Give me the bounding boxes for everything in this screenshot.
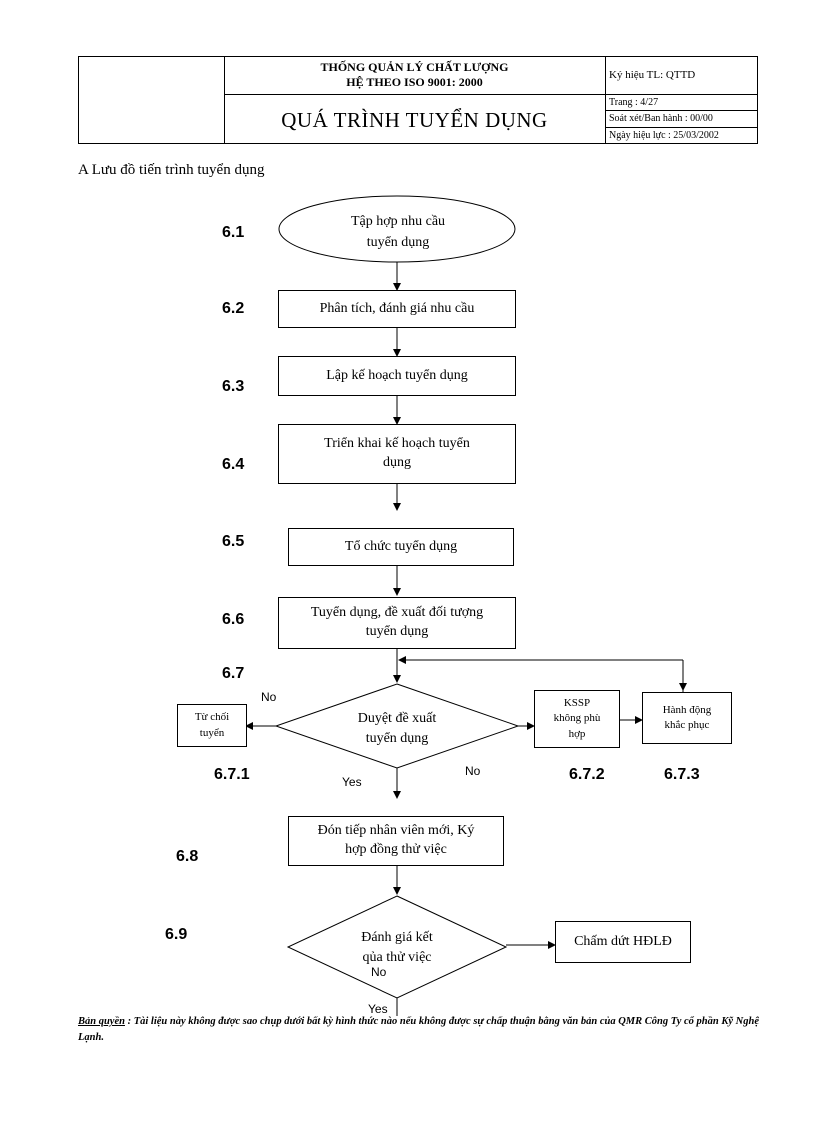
step-number-6-7-2: 6.7.2 [569, 766, 605, 783]
step-6-7-2-line1: KSSP [563, 696, 591, 709]
step-6-6-box: Tuyển dụng, đề xuất đối tượng tuyển dụng [278, 597, 516, 649]
header-divider-meta [605, 56, 606, 144]
step-6-2-text: Phân tích, đánh giá nhu cầu [319, 300, 475, 316]
effective-date: Ngày hiệu lực : 25/03/2002 [609, 130, 719, 141]
copyright-text: : Tài liệu này không được sao chụp dưới … [78, 1016, 759, 1044]
step-number-6-2: 6.2 [222, 300, 245, 317]
step-6-7-1-line2: tuyển [199, 726, 225, 739]
system-title-line1: THỐNG QUẢN LÝ CHẤT LƯỢNG [320, 60, 509, 74]
branch-no-reject: No [261, 690, 277, 704]
step-6-7-3-line2: khắc phục [664, 719, 710, 731]
step-number-6-9: 6.9 [165, 926, 188, 943]
step-6-3-text: Lập kế hoạch tuyển dụng [326, 367, 468, 383]
step-6-7-text: Duyệt đề xuất tuyển dụng [317, 709, 477, 750]
branch-no-69: No [371, 965, 387, 979]
step-number-6-7: 6.7 [222, 665, 245, 682]
step-6-7-1-box: Từ chối tuyển [177, 704, 247, 747]
header-border-right [757, 56, 758, 144]
step-number-6-7-1: 6.7.1 [214, 766, 250, 783]
page-number: Trang : 4/27 [609, 97, 659, 108]
step-6-8-line1: Đón tiếp nhân viên mới, Ký [317, 823, 475, 839]
step-6-4-line2: dụng [383, 455, 411, 470]
step-6-4-line1: Triển khai kế hoạch tuyển [324, 436, 470, 452]
step-6-5-text: Tổ chức tuyển dụng [344, 538, 458, 554]
step-number-6-4: 6.4 [222, 456, 245, 473]
step-number-6-6: 6.6 [222, 611, 245, 628]
branch-yes-accept: Yes [342, 775, 362, 789]
step-6-7-2-box: KSSP không phù hợp [534, 690, 620, 748]
header-border-top [78, 56, 758, 57]
step-6-7-2-line3: hợp [568, 727, 586, 740]
header-divider-revision [605, 127, 758, 128]
copyright-label: Bản quyền [78, 1016, 125, 1027]
step-6-9-text: Đánh giá kết qủa thử việc [322, 928, 472, 969]
header-border-left [78, 56, 79, 144]
step-6-4-box: Triển khai kế hoạch tuyển dụng [278, 424, 516, 484]
step-6-8-line2: hợp đồng thử việc [345, 842, 447, 857]
system-title-line2: HỆ THEO ISO 9001: 2000 [346, 75, 483, 89]
section-title: A Lưu đồ tiến trình tuyển dụng [78, 162, 265, 178]
step-6-7-line1: Duyệt đề xuất [357, 711, 437, 726]
branch-no-kssp: No [465, 764, 481, 778]
step-6-7-1-line1: Từ chối [194, 711, 230, 724]
step-number-6-1: 6.1 [222, 224, 245, 241]
step-6-5-box: Tổ chức tuyển dụng [288, 528, 514, 566]
copyright-notice: Bản quyền : Tài liệu này không được sao … [78, 1014, 768, 1047]
step-6-7-2-line2: không phù [553, 712, 601, 725]
header-divider-page [605, 110, 758, 111]
step-6-9-line2: qủa thử việc [362, 950, 432, 966]
step-6-6-line2: tuyển dụng [365, 624, 429, 639]
step-6-1-text: Tập hợp nhu cầu tuyển dụng [300, 211, 496, 253]
page-title: QUÁ TRÌNH TUYỂN DỤNG [281, 108, 548, 132]
step-6-7-3-line1: Hành động [662, 703, 712, 716]
header-border-bottom [78, 143, 758, 144]
header-divider-logo [224, 56, 225, 144]
step-6-9-terminate-box: Chấm dứt HĐLĐ [555, 921, 691, 963]
system-title: THỐNG QUẢN LÝ CHẤT LƯỢNG HỆ THEO ISO 900… [224, 60, 605, 90]
step-6-2-box: Phân tích, đánh giá nhu cầu [278, 290, 516, 328]
document-header: THỐNG QUẢN LÝ CHẤT LƯỢNG HỆ THEO ISO 900… [78, 56, 758, 144]
header-divider-title [224, 94, 758, 95]
step-6-7-3-box: Hành động khắc phục [642, 692, 732, 744]
step-6-9-line1: Đánh giá kết [361, 930, 433, 945]
step-6-6-line1: Tuyển dụng, đề xuất đối tượng [310, 605, 484, 621]
revision-info: Soát xét/Ban hành : 00/00 [609, 113, 713, 124]
step-6-7-line2: tuyển dụng [365, 731, 429, 747]
step-6-3-box: Lập kế hoạch tuyển dụng [278, 356, 516, 396]
doc-code: Ký hiệu TL: QTTD [609, 69, 696, 81]
step-6-8-box: Đón tiếp nhân viên mới, Ký hợp đồng thử … [288, 816, 504, 866]
step-6-1-line1: Tập hợp nhu cầu [350, 214, 446, 229]
step-number-6-3: 6.3 [222, 378, 245, 395]
step-number-6-5: 6.5 [222, 533, 245, 550]
step-number-6-8: 6.8 [176, 848, 199, 865]
branch-yes-69: Yes [368, 1002, 388, 1016]
step-6-9-terminate-text: Chấm dứt HĐLĐ [574, 933, 672, 949]
step-6-1-line2: tuyển dụng [366, 235, 430, 250]
step-number-6-7-3: 6.7.3 [664, 766, 700, 783]
